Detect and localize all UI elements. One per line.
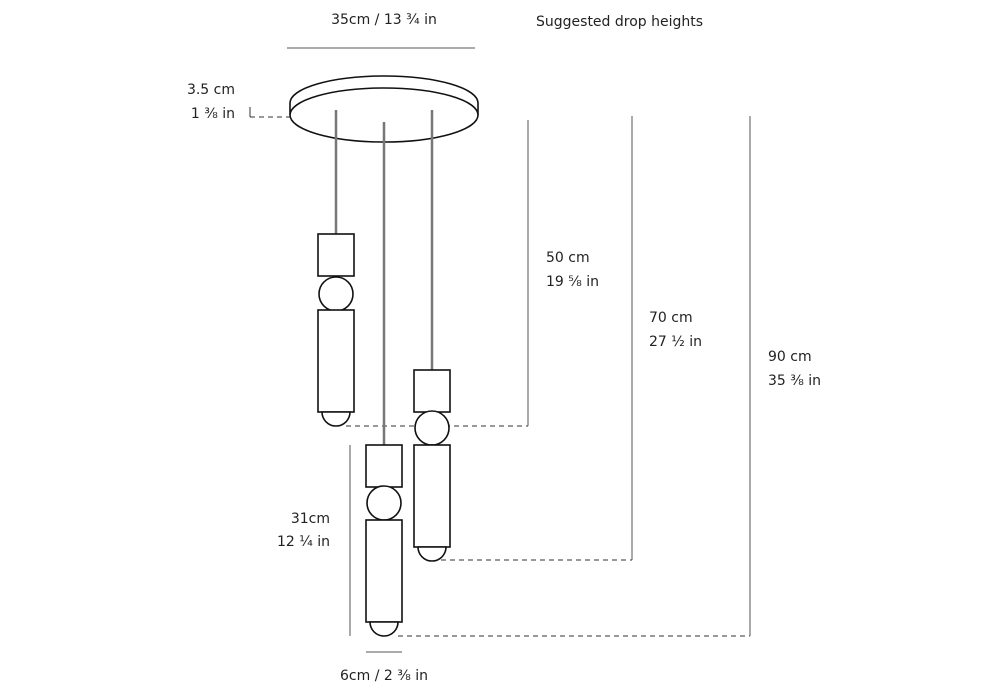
diagram-title: Suggested drop heights [536, 14, 704, 30]
drop-50-cm: 50 cm [546, 250, 590, 266]
canopy-height-in: 1 ⅜ in [190, 106, 235, 122]
rods [334, 110, 434, 445]
drop-50-in: 19 ⅝ in [546, 274, 600, 290]
pendant-width-label: 6cm / 2 ⅜ in [340, 668, 428, 684]
pendant-left [317, 233, 355, 427]
pendant-height-in: 12 ¼ in [276, 534, 330, 550]
pendant-middle [365, 444, 403, 637]
drop-70-cm: 70 cm [649, 310, 693, 326]
drop-guides [527, 116, 751, 636]
drop-90-in: 35 ⅜ in [768, 373, 822, 389]
canopy-width-label: 35cm / 13 ¾ in [331, 12, 437, 28]
pendant-height-cm: 31cm [290, 511, 330, 527]
pendant-right [413, 369, 451, 562]
canopy-height-cm: 3.5 cm [186, 82, 235, 98]
drop-90-cm: 90 cm [768, 349, 812, 365]
drop-70-in: 27 ½ in [649, 334, 703, 350]
